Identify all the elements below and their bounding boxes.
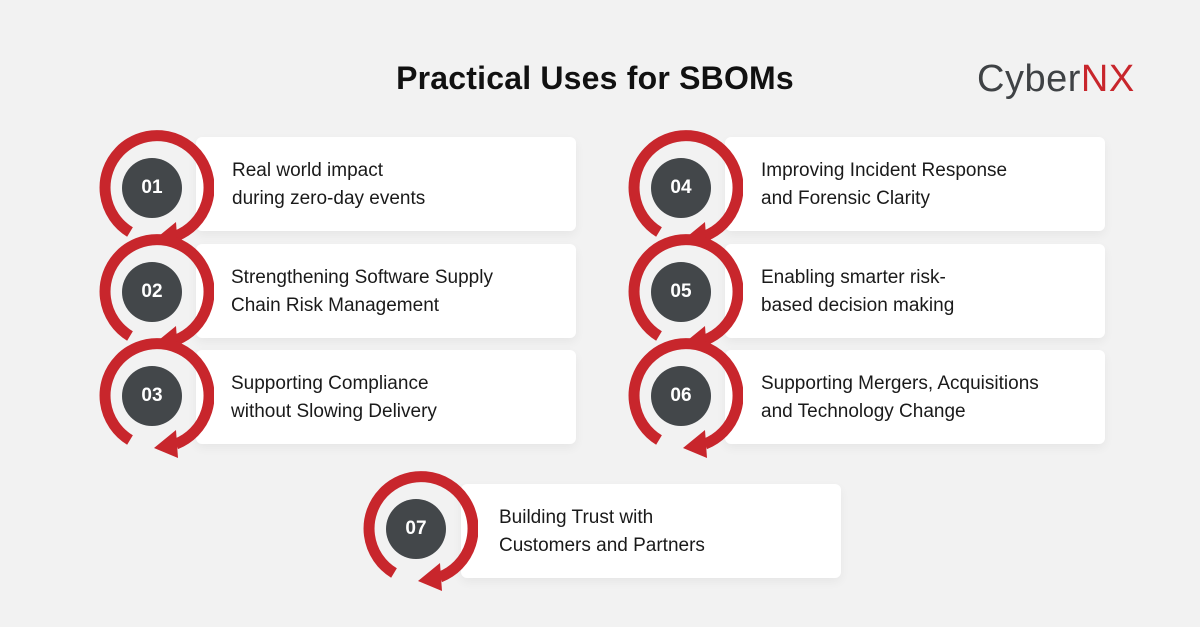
card-text: Improving Incident Response and Forensic… <box>761 157 1007 213</box>
card-line-1: Supporting Compliance <box>231 373 429 394</box>
cycle-ring-01: 01 <box>90 126 214 250</box>
card-line-2: without Slowing Delivery <box>231 401 437 422</box>
use-card-07: Building Trust with Customers and Partne… <box>461 484 841 578</box>
card-line-2: during zero-day events <box>232 188 426 209</box>
card-text: Supporting Compliance without Slowing De… <box>231 370 437 426</box>
use-card-03: Supporting Compliance without Slowing De… <box>196 350 576 444</box>
logo-part-cyber: Cyber <box>977 58 1081 100</box>
card-line-1: Real world impact <box>232 160 383 181</box>
step-number-badge: 06 <box>651 366 711 426</box>
cybernx-logo: CyberNX <box>977 58 1135 101</box>
use-card-01: Real world impact during zero-day events <box>196 137 576 231</box>
card-line-1: Supporting Mergers, Acquisitions <box>761 373 1039 394</box>
cycle-ring-06: 06 <box>619 334 743 458</box>
card-text: Real world impact during zero-day events <box>232 157 425 213</box>
card-line-2: Customers and Partners <box>499 535 705 556</box>
card-line-1: Enabling smarter risk- <box>761 267 946 288</box>
card-line-1: Strengthening Software Supply <box>231 267 493 288</box>
logo-part-nx: NX <box>1080 58 1135 100</box>
card-text: Strengthening Software Supply Chain Risk… <box>231 264 493 320</box>
cycle-ring-05: 05 <box>619 230 743 354</box>
cycle-ring-03: 03 <box>90 334 214 458</box>
card-line-2: Chain Risk Management <box>231 295 440 316</box>
card-text: Enabling smarter risk- based decision ma… <box>761 264 954 320</box>
step-number-badge: 07 <box>386 499 446 559</box>
card-line-2: and Forensic Clarity <box>761 188 930 209</box>
cycle-ring-02: 02 <box>90 230 214 354</box>
card-line-2: based decision making <box>761 295 955 316</box>
cycle-ring-07: 07 <box>354 467 478 591</box>
use-card-04: Improving Incident Response and Forensic… <box>725 137 1105 231</box>
step-number-badge: 02 <box>122 262 182 322</box>
card-line-1: Improving Incident Response <box>761 160 1008 181</box>
step-number-badge: 04 <box>651 158 711 218</box>
card-line-1: Building Trust with <box>499 507 654 528</box>
step-number-badge: 03 <box>122 366 182 426</box>
use-card-02: Strengthening Software Supply Chain Risk… <box>196 244 576 338</box>
card-line-2: and Technology Change <box>761 401 966 422</box>
use-card-05: Enabling smarter risk- based decision ma… <box>725 244 1105 338</box>
use-card-06: Supporting Mergers, Acquisitions and Tec… <box>725 350 1105 444</box>
step-number-badge: 05 <box>651 262 711 322</box>
cycle-ring-04: 04 <box>619 126 743 250</box>
card-text: Supporting Mergers, Acquisitions and Tec… <box>761 370 1039 426</box>
step-number-badge: 01 <box>122 158 182 218</box>
page-title: Practical Uses for SBOMs <box>396 60 794 96</box>
card-text: Building Trust with Customers and Partne… <box>499 504 705 560</box>
